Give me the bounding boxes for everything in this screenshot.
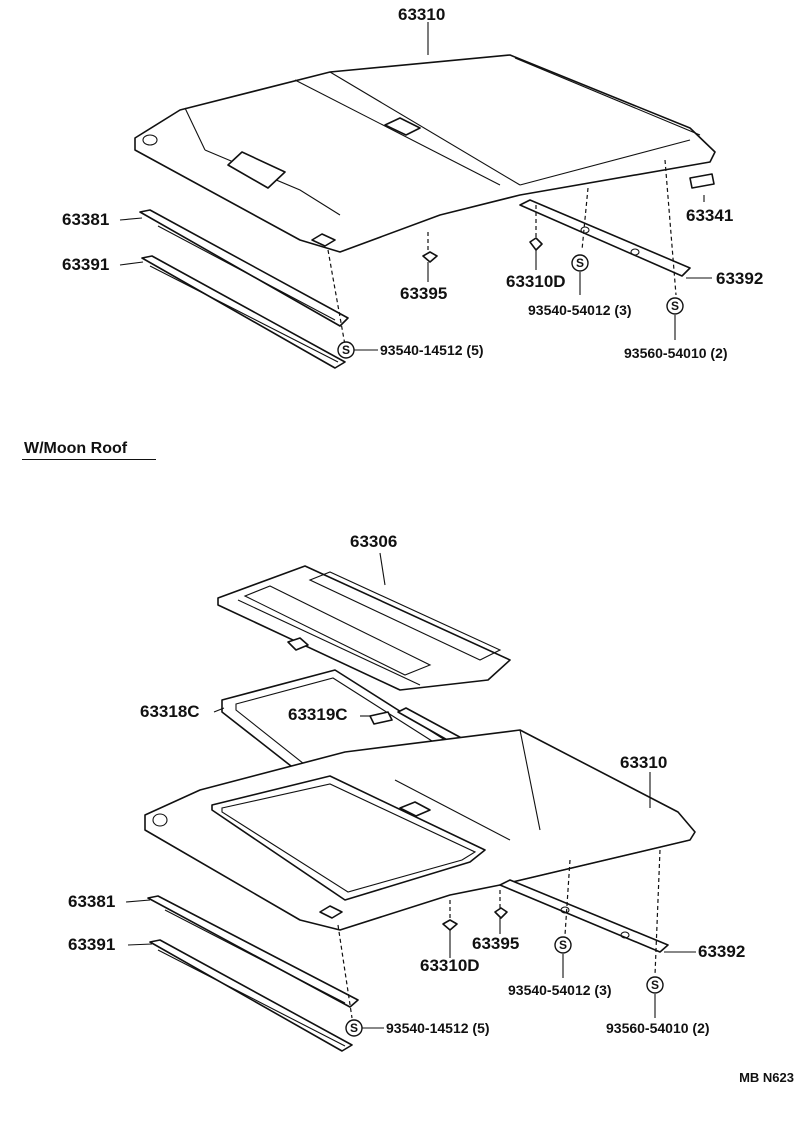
bottom-sunshade <box>217 565 511 691</box>
bottom-fastener-symbol-side: S <box>554 936 572 954</box>
label-assist-grip: 63341 <box>686 206 734 225</box>
top-fastener-symbol-rear: S <box>666 297 684 315</box>
top-fastener-symbol-side: S <box>571 254 589 272</box>
label-front-retainer-moonroof: 63381 <box>68 892 116 911</box>
top-clip-icons <box>422 237 543 263</box>
label-headlining: 63310 <box>398 5 446 24</box>
fastener-letter: S <box>651 978 659 992</box>
bottom-rear-retainer-bar <box>499 879 669 953</box>
bottom-front-garnish <box>149 939 353 1052</box>
label-clip-side-moonroof: 93540-54012 (3) <box>508 982 612 998</box>
label-clip-moon: 63319C <box>288 705 348 724</box>
bottom-clip-icons <box>442 907 508 931</box>
diagram-reference-code: MB N623 <box>739 1070 794 1085</box>
label-headlining-moonroof: 63310 <box>620 753 668 772</box>
bottom-fastener-symbol-front: S <box>345 1019 363 1037</box>
fastener-letter: S <box>559 938 567 952</box>
label-clip-a: 63395 <box>400 284 448 303</box>
label-clip-rear-moonroof: 93560-54010 (2) <box>606 1020 710 1036</box>
label-rear-retainer: 63392 <box>716 269 764 288</box>
bottom-headlining <box>144 729 696 931</box>
bottom-fastener-symbol-rear: S <box>646 976 664 994</box>
top-headlining <box>134 54 716 253</box>
fastener-letter: S <box>671 299 679 313</box>
label-clip-rear: 93560-54010 (2) <box>624 345 728 361</box>
label-clip-b-moonroof: 63310D <box>420 956 480 975</box>
top-front-garnish <box>141 255 346 369</box>
label-clip-front-moonroof: 93540-14512 (5) <box>386 1020 490 1036</box>
label-front-retainer: 63381 <box>62 210 110 229</box>
top-assist-grip <box>689 173 715 189</box>
label-clip-b: 63310D <box>506 272 566 291</box>
section-title: W/Moon Roof <box>24 440 128 457</box>
top-rear-retainer-bar <box>519 199 691 277</box>
label-front-garnish: 63391 <box>62 255 110 274</box>
top-front-retainer <box>139 209 349 327</box>
bottom-front-retainer <box>147 895 359 1008</box>
section-title-underline <box>22 459 156 460</box>
label-rear-retainer-moonroof: 63392 <box>698 942 746 961</box>
label-sunshade: 63306 <box>350 532 398 551</box>
fastener-letter: S <box>576 256 584 270</box>
fastener-letter: S <box>350 1021 358 1035</box>
label-clip-a-moonroof: 63395 <box>472 934 520 953</box>
label-clip-side: 93540-54012 (3) <box>528 302 632 318</box>
label-front-garnish-moonroof: 63391 <box>68 935 116 954</box>
fastener-letter: S <box>342 343 350 357</box>
top-fastener-symbol-front: S <box>337 341 355 359</box>
label-frame-seal: 63318C <box>140 702 200 721</box>
label-clip-front: 93540-14512 (5) <box>380 342 484 358</box>
